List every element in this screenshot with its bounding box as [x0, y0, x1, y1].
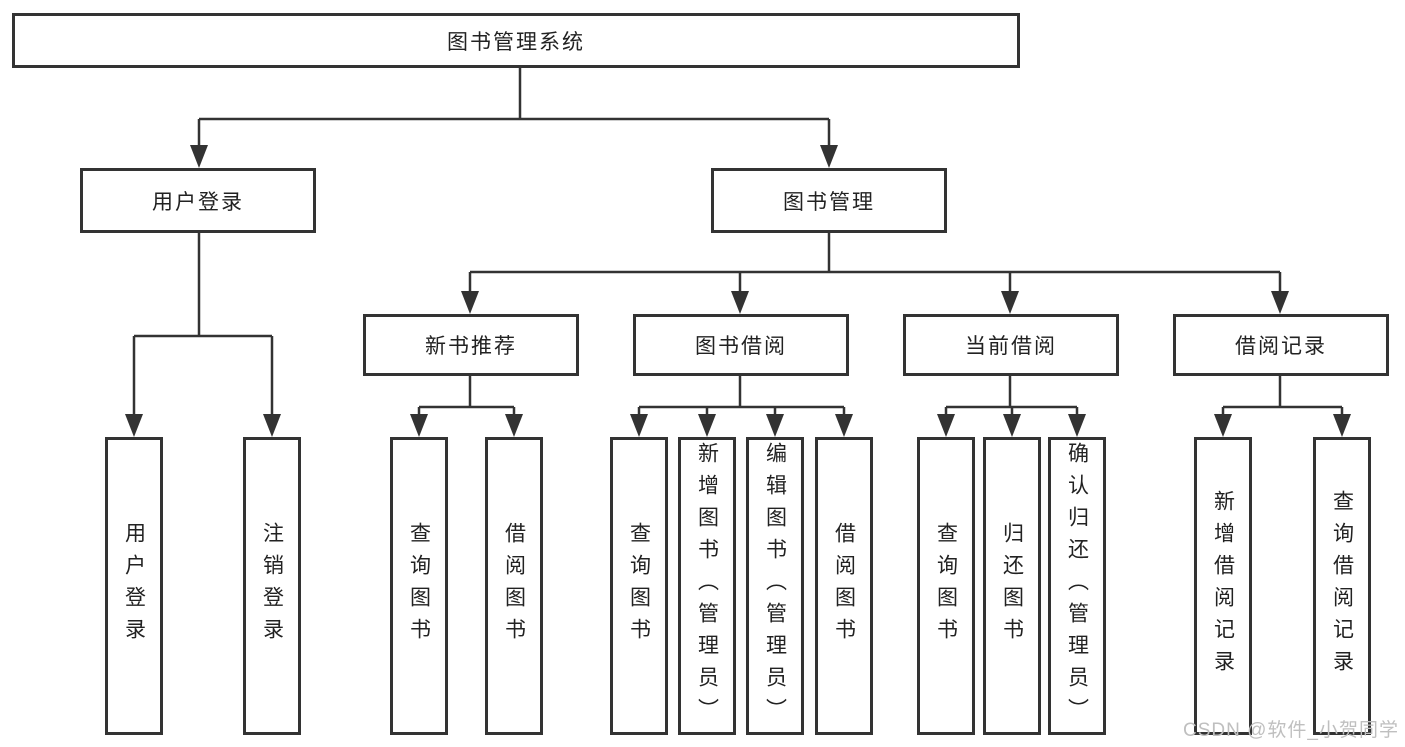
node-user-login-group: 用户登录	[80, 168, 316, 233]
arrowhead	[1068, 414, 1086, 437]
node-leaf-return-books: 归还图书	[983, 437, 1041, 735]
leaf-label: 借阅图书	[502, 522, 526, 650]
node-leaf-query-books-borrow: 查询图书	[610, 437, 668, 735]
node-leaf-query-borrow-record: 查询借阅记录	[1313, 437, 1371, 735]
node-book-mgmt-group: 图书管理	[711, 168, 947, 233]
leaf-label: 注销登录	[260, 522, 284, 650]
leaf-label: 用户登录	[122, 522, 146, 650]
arrowhead	[1214, 414, 1232, 437]
arrowhead	[1001, 291, 1019, 314]
connector-borrow-records-to-leaves	[1221, 375, 1344, 416]
node-leaf-add-borrow-record: 新增借阅记录	[1194, 437, 1252, 735]
leaf-label: 查询图书	[934, 522, 958, 650]
leaf-label: 借阅图书	[832, 522, 856, 650]
leaf-label: 新增图书（管理员）	[695, 442, 719, 730]
node-leaf-borrow-books: 借阅图书	[815, 437, 873, 735]
arrowhead	[410, 414, 428, 437]
connector-book-mgmt-to-level3	[468, 233, 1282, 293]
arrowhead	[1003, 414, 1021, 437]
node-leaf-user-login: 用户登录	[105, 437, 163, 735]
node-leaf-query-books-recommend: 查询图书	[390, 437, 448, 735]
leaf-label: 查询图书	[407, 522, 431, 650]
arrowhead	[461, 291, 479, 314]
connector-root-to-level2	[197, 68, 831, 146]
leaf-label: 归还图书	[1000, 522, 1024, 650]
arrowhead	[1271, 291, 1289, 314]
leaf-label: 查询借阅记录	[1330, 490, 1354, 682]
leaf-label: 查询图书	[627, 522, 651, 650]
arrowhead	[505, 414, 523, 437]
connector-current-borrow-to-leaves	[944, 375, 1079, 416]
connector-book-borrow-to-leaves	[637, 375, 846, 416]
node-current-borrow: 当前借阅	[903, 314, 1119, 376]
node-leaf-query-books-current: 查询图书	[917, 437, 975, 735]
arrowhead	[820, 145, 838, 168]
arrowhead	[698, 414, 716, 437]
arrowhead	[731, 291, 749, 314]
node-leaf-edit-books-admin: 编辑图书（管理员）	[746, 437, 804, 735]
node-root: 图书管理系统	[12, 13, 1020, 68]
node-book-borrow: 图书借阅	[633, 314, 849, 376]
csdn-watermark: CSDN @软件_小贺同学	[1183, 720, 1399, 741]
node-leaf-add-books-admin: 新增图书（管理员）	[678, 437, 736, 735]
node-new-book-recommend: 新书推荐	[363, 314, 579, 376]
arrowhead	[835, 414, 853, 437]
node-leaf-confirm-return-admin: 确认归还（管理员）	[1048, 437, 1106, 735]
node-leaf-borrow-books-recommend: 借阅图书	[485, 437, 543, 735]
arrowhead	[190, 145, 208, 168]
leaf-label: 新增借阅记录	[1211, 490, 1235, 682]
connector-user-login-to-leaves	[132, 233, 274, 415]
arrowhead	[125, 414, 143, 437]
leaf-label: 确认归还（管理员）	[1065, 442, 1089, 730]
arrowhead	[1333, 414, 1351, 437]
arrowhead	[263, 414, 281, 437]
leaf-label: 编辑图书（管理员）	[763, 442, 787, 730]
node-borrow-records: 借阅记录	[1173, 314, 1389, 376]
arrowhead	[766, 414, 784, 437]
arrowhead	[937, 414, 955, 437]
node-leaf-logout: 注销登录	[243, 437, 301, 735]
connector-new-book-rec-to-leaves	[417, 375, 516, 416]
arrowhead	[630, 414, 648, 437]
